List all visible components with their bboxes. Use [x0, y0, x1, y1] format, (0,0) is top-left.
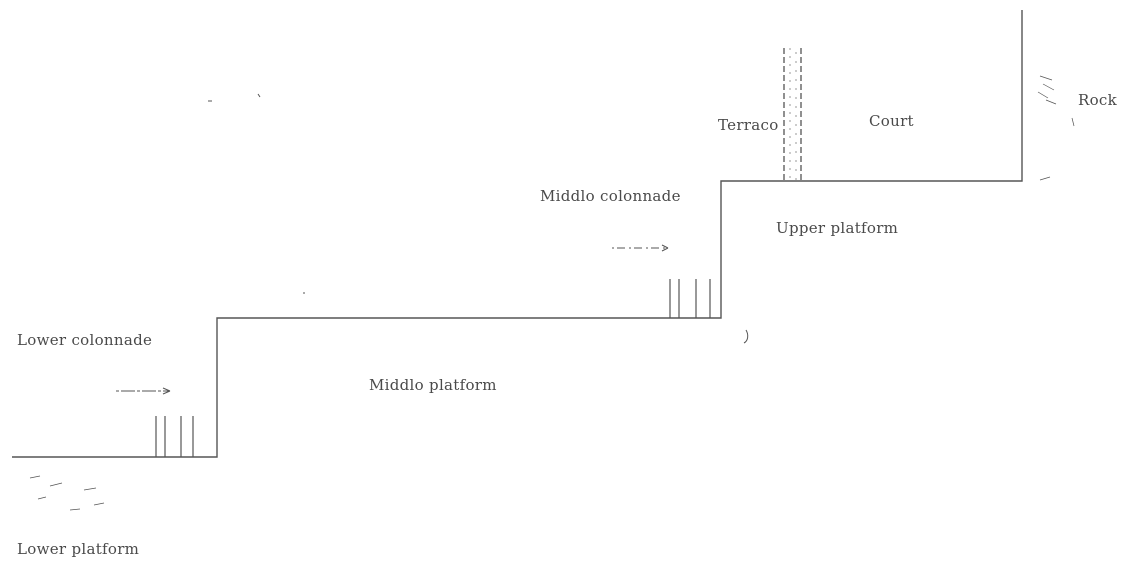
label-middle-colonnade: Middlo colonnade: [540, 187, 681, 205]
terrace-column: [783, 48, 802, 181]
lower-colonnade-columns: [155, 416, 194, 457]
label-lower-platform: Lower platform: [17, 540, 140, 558]
label-terrace: Terraco: [718, 116, 779, 134]
middle-colonnade-arrow: [612, 244, 669, 252]
label-upper-platform: Upper platform: [776, 219, 899, 237]
label-court: Court: [869, 112, 914, 130]
label-middle-platform: Middlo platform: [369, 376, 497, 394]
rock-hatching: [1037, 75, 1075, 181]
lower-platform-speckles: [29, 475, 105, 511]
label-rock: Rock: [1078, 91, 1118, 109]
lower-colonnade-arrow: [116, 387, 171, 395]
stray-marks: [208, 93, 749, 344]
ground-profile-line: [12, 10, 1023, 458]
middle-colonnade-columns: [669, 279, 711, 318]
label-lower-colonnade: Lower colonnade: [17, 331, 153, 349]
